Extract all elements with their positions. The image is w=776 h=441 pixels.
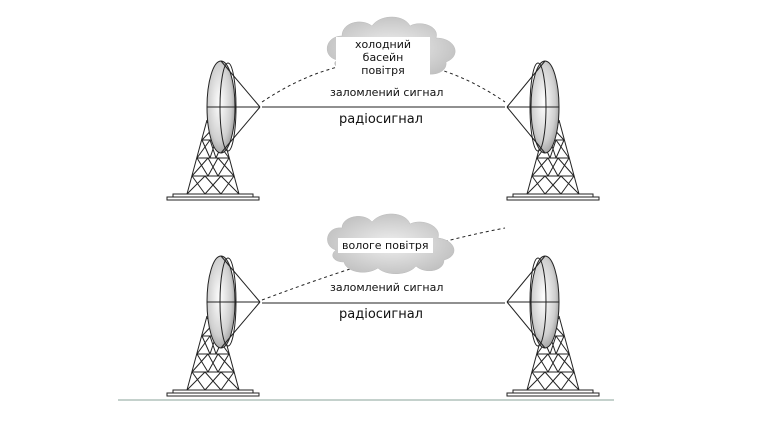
- bottom-left-dish: [206, 255, 261, 349]
- top-right-dish: [506, 60, 560, 154]
- bottom-right-dish: [506, 255, 560, 349]
- bottom-radio-label: радіосигнал: [339, 307, 423, 322]
- bottom-refracted-label: заломлений сигнал: [330, 281, 444, 294]
- top-cloud-label: холодний басейн повітря: [336, 37, 430, 78]
- top-refracted-label: заломлений сигнал: [330, 86, 444, 99]
- bottom-cloud-label: вологе повітря: [338, 238, 433, 253]
- top-left-dish: [206, 60, 261, 154]
- top-radio-label: радіосигнал: [339, 112, 423, 127]
- top-refracted-path: [261, 60, 506, 103]
- bottom-refracted-path: [261, 227, 506, 301]
